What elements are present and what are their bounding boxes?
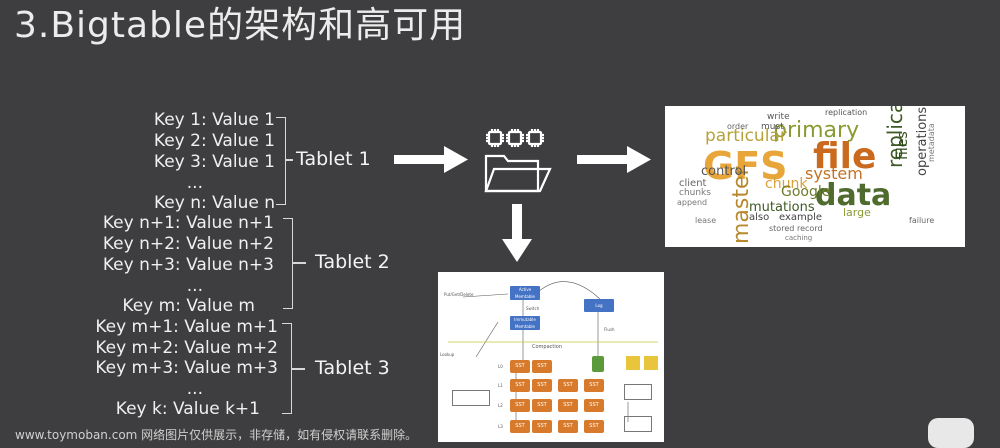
key-value-row: Key 2: Value 1 xyxy=(153,131,275,151)
compaction-diagram: Put/Get/Delete Active Memtable Switch Im… xyxy=(438,272,664,442)
active-memtable-box: Active Memtable xyxy=(510,286,540,300)
sst-block: SST xyxy=(532,420,552,433)
word-append: append xyxy=(677,198,708,207)
word-google: Google xyxy=(781,184,831,200)
word-failure: failure xyxy=(909,216,935,225)
watermark-text: www.toymoban.com 网络图片仅供展示，非存储，如有侵权请联系删除。 xyxy=(15,428,418,442)
tablet-3-brace-tick xyxy=(291,368,305,370)
sst-block: SST xyxy=(558,420,578,433)
word-write: write xyxy=(767,112,790,122)
level-label-l1: L1 xyxy=(498,383,503,388)
tablet-1-label: Tablet 1 xyxy=(296,148,371,170)
word-files: files xyxy=(895,131,911,160)
key-value-row: Key m+2: Value m+2 xyxy=(95,338,278,358)
index-box xyxy=(624,416,652,432)
key-value-row: Key n+2: Value n+2 xyxy=(102,234,274,254)
word-particular: particular xyxy=(705,126,787,146)
word-client: client xyxy=(679,178,707,189)
tablet-2-brace-tick xyxy=(292,262,306,264)
word-stored: stored xyxy=(769,224,795,233)
word-order: order xyxy=(727,122,749,131)
label-compaction: Compaction xyxy=(532,344,562,350)
word-primary: primary xyxy=(773,118,860,143)
level-label-l0: L0 xyxy=(498,364,503,369)
sst-block: SST xyxy=(510,420,530,433)
key-value-row: Key m: Value m xyxy=(122,296,255,316)
compaction-legend-box xyxy=(452,390,490,406)
word-must: must xyxy=(761,122,784,132)
word-mutations: mutations xyxy=(749,200,815,215)
word-metadata: metadata xyxy=(927,123,936,162)
key-value-ellipsis: ... xyxy=(186,379,203,399)
sst-block: SST xyxy=(558,399,578,412)
word-record: record xyxy=(797,224,823,233)
word-large: large xyxy=(843,206,871,219)
word-replication: replication xyxy=(825,108,868,117)
page-title: 3.Bigtable的架构和高可用 xyxy=(14,5,467,46)
key-value-row: Key n+3: Value n+3 xyxy=(102,255,274,275)
word-system: system xyxy=(805,164,863,183)
word-control: control xyxy=(701,164,747,179)
word-file: file xyxy=(813,136,877,177)
word-lease: lease xyxy=(695,216,717,225)
arrow-down-icon xyxy=(502,204,532,262)
arrow-right-icon xyxy=(577,146,651,173)
compaction-connectors xyxy=(448,281,658,422)
word-gfs: GFS xyxy=(703,144,788,188)
sst-block: SST xyxy=(510,379,530,392)
immutable-memtable-box: Immutable Memtable xyxy=(510,316,540,330)
index-block xyxy=(626,356,640,370)
sst-block: SST xyxy=(532,399,552,412)
index-block xyxy=(644,356,658,370)
log-file-block xyxy=(592,356,604,372)
key-value-row: Key 3: Value 1 xyxy=(153,152,275,172)
key-value-row: Key m+3: Value m+3 xyxy=(95,358,278,378)
logo-icon xyxy=(928,418,974,448)
gfs-word-cloud: GFS file data primary master replicas pa… xyxy=(665,106,965,247)
sst-block: SST xyxy=(510,360,530,373)
word-example: example xyxy=(779,212,823,223)
key-value-row: Key k: Value k+1 xyxy=(115,399,260,419)
word-chunk: chunk xyxy=(765,176,808,192)
key-value-ellipsis: ... xyxy=(186,173,203,193)
sst-block: SST xyxy=(532,360,552,373)
tablet-2-brace xyxy=(283,218,293,309)
sst-block: SST xyxy=(584,399,604,412)
label-switch: Switch xyxy=(526,306,540,311)
key-value-row: Key n+1: Value n+1 xyxy=(102,213,274,233)
word-data: data xyxy=(815,178,892,213)
key-value-row: Key n: Value n xyxy=(154,193,275,213)
index-box xyxy=(624,384,652,400)
level-label-l3: L3 xyxy=(498,424,503,429)
sst-block: SST xyxy=(510,399,530,412)
arrow-right-icon xyxy=(394,146,468,173)
sst-block: SST xyxy=(584,420,604,433)
sst-block: SST xyxy=(532,379,552,392)
key-value-row: Key m+1: Value m+1 xyxy=(95,317,278,337)
sst-block: SST xyxy=(584,379,604,392)
level-label-l2: L2 xyxy=(498,403,503,408)
log-box: Log xyxy=(584,299,614,312)
word-caching: caching xyxy=(785,234,813,242)
tablet-1-brace xyxy=(276,117,286,205)
word-also: also xyxy=(749,212,770,223)
tablet-2-label: Tablet 2 xyxy=(315,251,390,273)
sst-block: SST xyxy=(558,379,578,392)
label-lookup: Lookup xyxy=(440,352,455,357)
tablet-1-brace-tick xyxy=(285,159,293,161)
key-value-ellipsis: ... xyxy=(186,276,203,296)
word-chunks: chunks xyxy=(679,188,711,198)
key-value-row: Key 1: Value 1 xyxy=(153,110,275,130)
tablet-3-label: Tablet 3 xyxy=(315,357,390,379)
label-put-get: Put/Get/Delete xyxy=(444,292,474,297)
tablet-server-folder-icon xyxy=(484,129,552,193)
label-flush: Flush xyxy=(604,327,615,332)
